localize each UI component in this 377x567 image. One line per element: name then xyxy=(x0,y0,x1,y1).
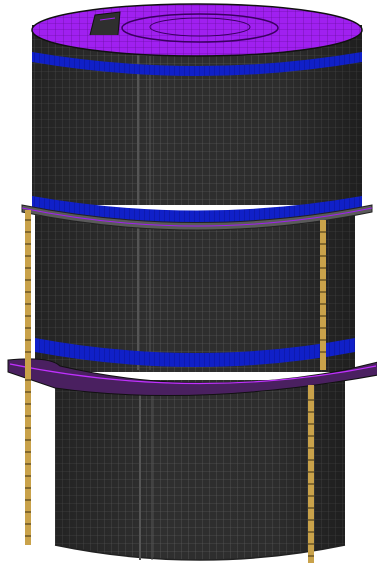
support-rod-left xyxy=(25,210,31,545)
shell-segment-lower xyxy=(54,380,346,561)
stiffener-ring-upper xyxy=(32,196,362,225)
shell-segment-middle xyxy=(35,212,355,372)
stiffener-ring-top xyxy=(32,52,362,76)
flange-lower xyxy=(7,358,377,397)
stiffener-ring-lower xyxy=(35,338,355,367)
shell-seam-lines xyxy=(137,225,153,560)
support-rod-right xyxy=(308,220,326,563)
flange-upper xyxy=(21,204,373,231)
top-plate xyxy=(31,3,363,57)
